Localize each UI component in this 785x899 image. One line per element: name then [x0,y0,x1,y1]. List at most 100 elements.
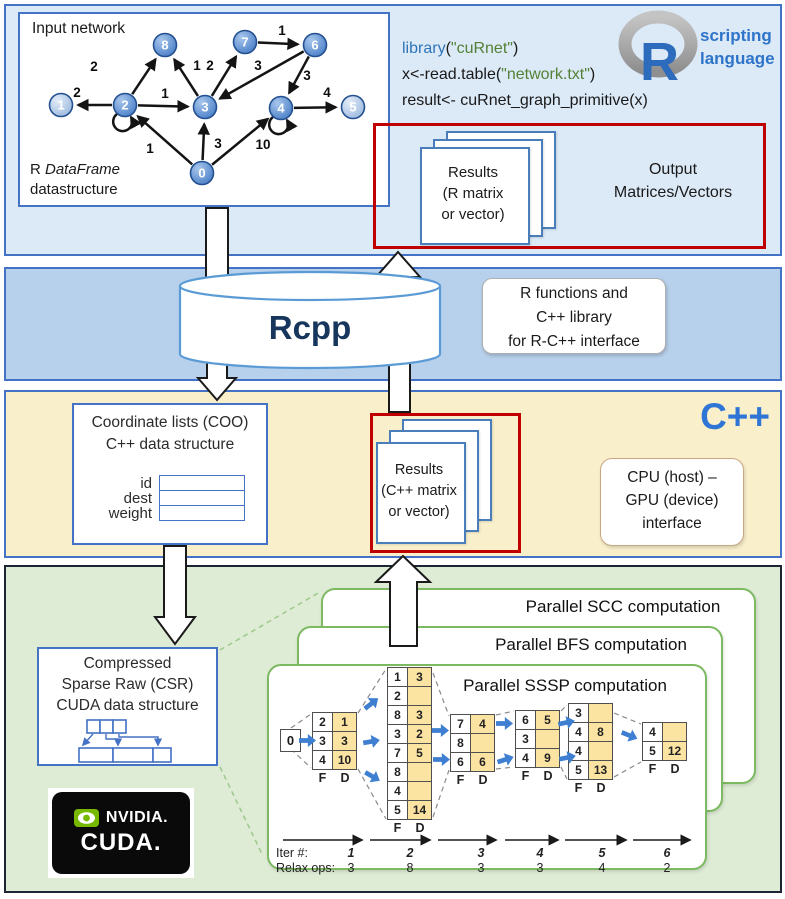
sssp-frontier-cell: 6 [515,710,536,730]
graph-edge [210,54,238,97]
sssp-column-label: F [318,771,327,785]
sssp-distance-cell: 8 [588,722,613,742]
edge-weight-label: 1 [193,58,201,73]
graph-node-label: 0 [198,166,205,181]
csr-title: Compressed Sparse Raw (CSR) CUDA data st… [39,653,216,716]
coo-title-line: C++ data structure [105,436,235,453]
note-line: R functions and [520,285,628,302]
sssp-distance-cell [588,741,613,761]
sssp-frontier-cell: 8 [387,705,408,725]
sssp-frontier-cell: 7 [387,743,408,763]
code-token: x<-read.table( [402,66,502,83]
dataframe-caption-line2: datastructure [30,181,118,198]
sssp-frontier-cell: 6 [450,752,471,772]
sssp-distance-cell: 12 [662,741,687,761]
results-line: or vector) [388,504,450,520]
sssp-table-row: 8 [387,762,432,782]
csr-title-line: Compressed [83,655,172,672]
nvidia-brand: NVIDIA. [105,809,169,826]
code-token: "network.txt" [501,66,590,83]
sssp-frontier-cell: 7 [450,714,471,734]
r-results-text: Results (R matrix or vector) [422,149,524,225]
coo-box: Coordinate lists (COO) C++ data structur… [72,403,268,545]
sssp-column-label: D [415,821,425,835]
relax-value: 3 [477,861,485,875]
edge-weight-label: 10 [255,137,270,152]
iter-value: 1 [347,846,355,860]
sssp-distance-cell: 3 [407,705,432,725]
graph-edge [136,115,194,166]
csr-title-line: Sparse Raw (CSR) [61,676,194,693]
sssp-distance-cell: 9 [535,748,560,768]
cpp-results-highlight-box [370,413,521,553]
nvidia-cuda-badge: NVIDIA. CUDA. [48,788,194,878]
sssp-table-row: 4 [568,741,613,761]
dataframe-caption: R DataFrame datastructure [30,160,120,200]
sssp-frontier-cell: 3 [515,729,536,749]
graph-self-loop [268,116,298,136]
graph-node [268,95,294,121]
r-code-block: library("cuRnet")x<-read.table("network.… [402,36,648,114]
coo-field-bar [159,490,245,506]
results-line: (C++ matrix [381,483,457,499]
code-token: result<- cuRnet_graph_primitive(x) [402,92,648,109]
sssp-column-label: F [393,821,402,835]
sssp-column-label: D [543,769,553,783]
edge-weight-label: 2 [73,85,81,100]
sssp-frontier-cell: 4 [515,748,536,768]
graph-node-label: 3 [201,100,208,115]
coo-field-bar [159,505,245,521]
edge-weight-label: 1 [161,86,169,101]
sssp-distance-cell [535,729,560,749]
graph-node [340,94,366,120]
relax-value: 4 [598,861,606,875]
code-token: library [402,40,446,57]
graph-node [112,92,138,118]
sssp-distance-cell: 6 [470,752,495,772]
sssp-frontier-cell: 5 [387,800,408,820]
cpu-box-line: interface [642,515,702,532]
sssp-distance-cell: 5 [535,710,560,730]
results-page-front: Results (R matrix or vector) [420,147,530,245]
cpu-gpu-interface-box: CPU (host) – GPU (device) interface [600,458,744,546]
coo-field-label: dest [123,489,152,507]
graph-node-label: 5 [349,100,356,115]
code-token: ) [589,66,596,83]
note-line: C++ library [536,309,612,326]
results-line: or vector) [441,206,505,223]
graph-edge [131,57,157,95]
sssp-distance-cell [407,781,432,801]
graph-node-label: 6 [311,38,318,53]
note-line: for R-C++ interface [508,333,640,350]
output-line: Matrices/Vectors [613,184,733,201]
sssp-column-label: F [648,762,657,776]
graph-edge [287,55,310,95]
relax-value: 2 [663,861,671,875]
coo-field-label: weight [108,504,152,522]
graph-node-label: 8 [161,38,168,53]
code-line: x<-read.table("network.txt") [402,62,648,88]
cpp-layer-label: C++ [700,396,770,437]
sssp-frontier-cell: 3 [387,724,408,744]
sssp-distance-cell: 13 [588,760,613,780]
edge-weight-label: 1 [146,141,154,156]
sssp-distance-cell: 14 [407,800,432,820]
r-logo-ring [618,10,698,78]
sssp-column-label: D [596,781,606,795]
caption-line: scripting [700,26,772,45]
